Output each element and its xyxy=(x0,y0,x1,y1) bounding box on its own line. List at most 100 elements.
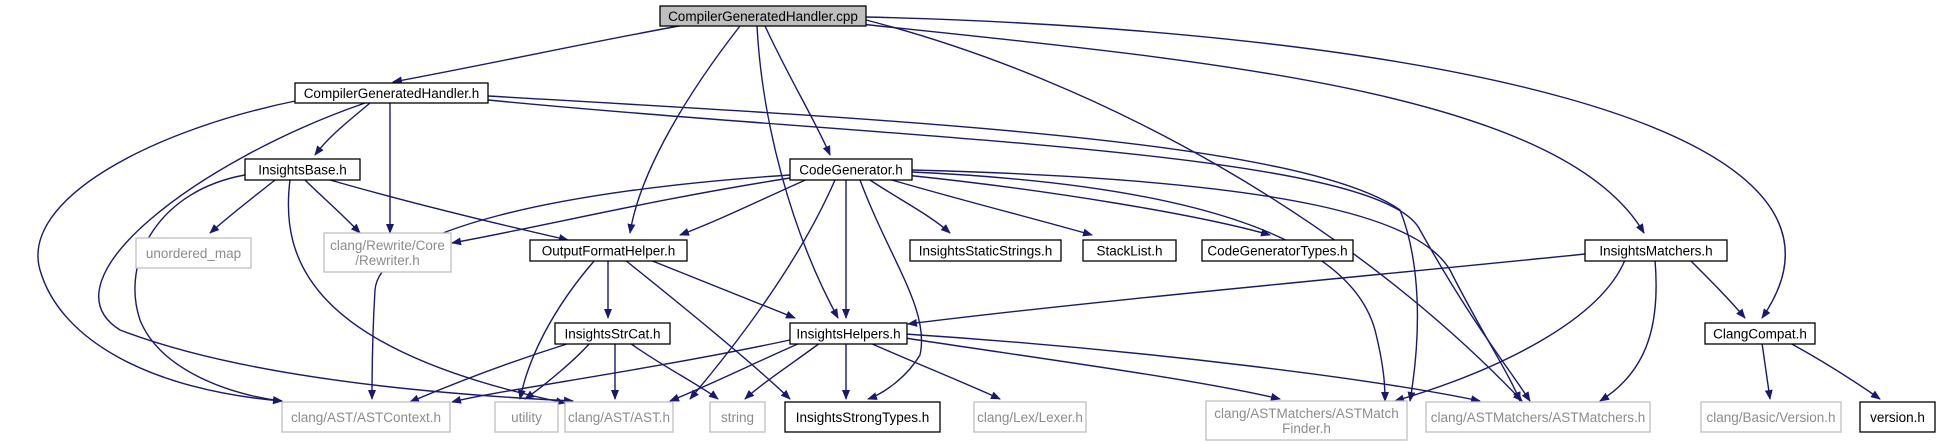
node-box xyxy=(244,158,361,181)
node-label: utility xyxy=(511,410,542,425)
node-utility[interactable]: utility xyxy=(494,401,559,433)
node-box xyxy=(554,322,671,345)
node-version[interactable]: version.h xyxy=(1859,401,1936,433)
edge-helpers-lexer xyxy=(869,342,1001,400)
edges-layer xyxy=(37,16,1881,406)
node-label: InsightsHelpers.h xyxy=(796,327,900,342)
node-cgh-cpp[interactable]: CompilerGeneratedHandler.cpp xyxy=(659,5,867,27)
node-label: clang/AST/AST.h xyxy=(568,410,670,425)
node-box xyxy=(1205,400,1408,441)
node-label: InsightsMatchers.h xyxy=(1599,244,1712,259)
edge-cghcpp-matchers xyxy=(859,23,1645,234)
node-label: string xyxy=(721,410,754,425)
edge-compat-basicversion xyxy=(1761,342,1773,400)
node-lexer[interactable]: clang/Lex/Lexer.h xyxy=(973,401,1087,433)
edge-cg-asth xyxy=(689,179,836,400)
edge-matchers-clangcompat xyxy=(1689,259,1746,319)
edge-helpers-matchfinder xyxy=(904,337,1281,401)
edge-ofh-helpers xyxy=(644,257,796,319)
node-label: clang/ASTMatchers/ASTMatch xyxy=(1214,406,1399,421)
node-unordered-map[interactable]: unordered_map xyxy=(135,237,252,269)
node-box xyxy=(1201,239,1354,262)
node-label: CodeGeneratorTypes.h xyxy=(1207,244,1347,259)
edge-cg-matchfinder xyxy=(911,171,1389,402)
node-output-fmt[interactable]: OutputFormatHelper.h xyxy=(529,239,688,262)
edge-helpers-string xyxy=(744,342,821,400)
node-label: InsightsBase.h xyxy=(258,163,347,178)
node-label: CodeGenerator.h xyxy=(799,163,903,178)
node-box xyxy=(789,322,908,345)
edge-cghcpp-clangcompat xyxy=(865,16,1786,319)
node-label: clang/Rewrite/Core xyxy=(330,238,445,253)
edge-helpers-astcontext xyxy=(451,339,791,404)
node-box xyxy=(709,401,766,433)
edge-helpers-astmatchers xyxy=(904,333,1481,404)
node-label: /Rewriter.h xyxy=(355,253,420,268)
node-string[interactable]: string xyxy=(709,401,766,433)
edge-cghcpp-codegen xyxy=(764,25,831,156)
node-box xyxy=(294,82,489,104)
node-insights-matchers[interactable]: InsightsMatchers.h xyxy=(1584,239,1728,262)
node-label: InsightsStaticStrings.h xyxy=(919,244,1053,259)
node-box xyxy=(1584,239,1728,262)
node-box xyxy=(784,401,941,433)
edge-cg-outputfmt xyxy=(679,177,811,236)
node-strcat[interactable]: InsightsStrCat.h xyxy=(554,322,671,345)
edge-cghcpp-outputfmt xyxy=(627,25,741,234)
node-cg-types[interactable]: CodeGeneratorTypes.h xyxy=(1201,239,1354,262)
node-label: unordered_map xyxy=(146,246,241,261)
node-box xyxy=(494,401,559,433)
node-box xyxy=(1700,401,1842,433)
node-box xyxy=(659,5,867,27)
edge-strcat-utility xyxy=(524,342,591,400)
edge-ofh-strongtypes xyxy=(624,259,791,400)
node-static-strings[interactable]: InsightsStaticStrings.h xyxy=(909,239,1062,262)
edge-compat-version xyxy=(1789,342,1881,400)
node-label: InsightsStrCat.h xyxy=(564,327,660,342)
node-label: clang/Lex/Lexer.h xyxy=(977,410,1083,425)
node-code-gen[interactable]: CodeGenerator.h xyxy=(789,158,913,181)
node-label: Finder.h xyxy=(1282,421,1331,436)
node-label: clang/Basic/Version.h xyxy=(1706,410,1835,425)
edge-strcat-astcontext xyxy=(409,342,571,403)
node-clang-compat[interactable]: ClangCompat.h xyxy=(1704,322,1816,345)
edge-cg-staticstrings xyxy=(869,179,951,234)
node-ast-context[interactable]: clang/AST/ASTContext.h xyxy=(281,401,451,433)
node-rewriter[interactable]: clang/Rewrite/Core/Rewriter.h xyxy=(323,232,452,273)
edge-cghcpp-astmatchers xyxy=(865,19,1523,402)
edge-cghcpp-cghh xyxy=(392,23,691,85)
node-box xyxy=(529,239,688,262)
node-label: version.h xyxy=(1870,410,1925,425)
node-box xyxy=(1082,239,1177,262)
node-label: CompilerGeneratedHandler.h xyxy=(304,86,480,101)
node-label: InsightsStrongTypes.h xyxy=(796,410,930,425)
node-stacklist[interactable]: StackList.h xyxy=(1082,239,1177,262)
edge-base-rewriter xyxy=(304,179,361,234)
edge-cg-stacklist xyxy=(884,177,1093,237)
edge-strcat-string xyxy=(629,342,719,400)
edge-base-astcontext xyxy=(134,174,283,404)
node-basic-version[interactable]: clang/Basic/Version.h xyxy=(1700,401,1842,433)
edge-helpers-asth xyxy=(669,342,801,402)
node-label: clang/AST/ASTContext.h xyxy=(291,410,441,425)
node-box xyxy=(1859,401,1936,433)
edge-matchers-helpers xyxy=(907,253,1586,327)
node-helpers[interactable]: InsightsHelpers.h xyxy=(789,322,908,345)
edge-cg-cgtypes xyxy=(904,174,1271,237)
node-cgh-h[interactable]: CompilerGeneratedHandler.h xyxy=(294,82,489,104)
node-ast-matchers[interactable]: clang/ASTMatchers/ASTMatchers.h xyxy=(1425,401,1651,433)
node-box xyxy=(281,401,451,433)
node-label: StackList.h xyxy=(1096,244,1162,259)
node-strong-types[interactable]: InsightsStrongTypes.h xyxy=(784,401,941,433)
edge-base-unordered xyxy=(209,179,276,234)
node-ast-h[interactable]: clang/AST/AST.h xyxy=(564,401,674,433)
edge-cghh-insightsbase xyxy=(314,102,371,156)
node-box xyxy=(789,158,913,181)
node-insights-base[interactable]: InsightsBase.h xyxy=(244,158,361,181)
edge-cghh-asth xyxy=(98,102,574,405)
edge-cg-astmatchers xyxy=(911,169,1521,402)
node-box xyxy=(323,232,452,273)
edge-ofh-utility xyxy=(517,259,596,400)
edge-cghcpp-helpers xyxy=(756,25,839,319)
